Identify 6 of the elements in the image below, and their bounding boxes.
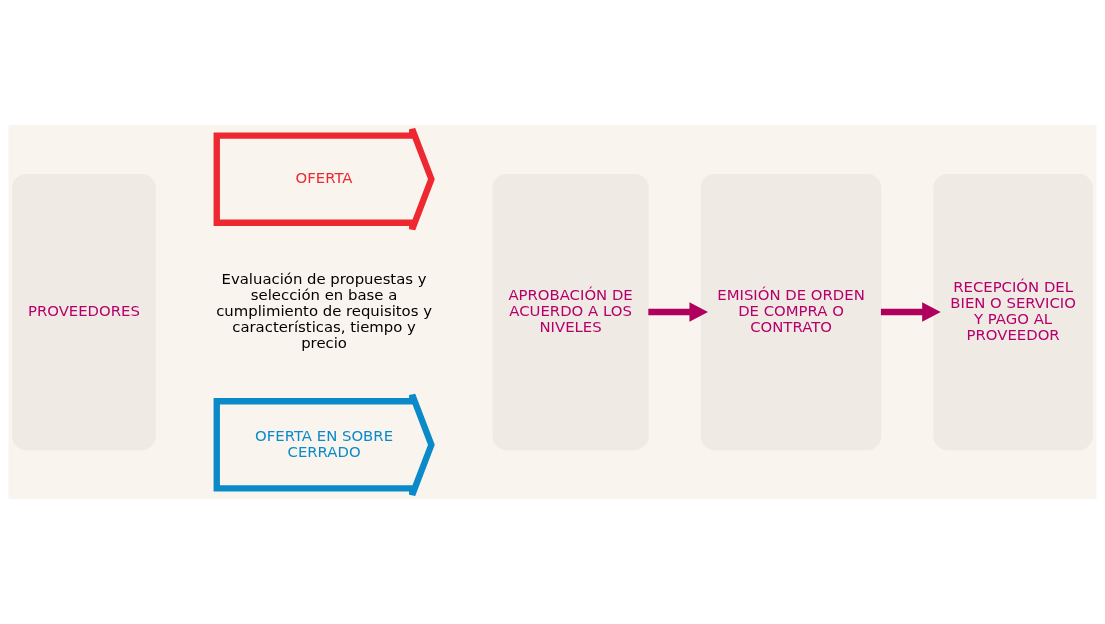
arrow — [880, 302, 941, 322]
label: Evaluación de propuestas y selección en base a cumplimiento de requisitos y características, tiempo y precio — [216, 270, 432, 352]
node-box: EMISIÓN DE ORDEN DE COMPRA O CONTRATO — [700, 173, 882, 451]
arrow — [648, 302, 708, 322]
node-box: APROBACIÓN DE ACUERDO A LOS NIVELES — [492, 173, 649, 451]
node-box: RECEPCIÓN DEL BIEN O SERVICIO Y PAGO AL PROVEEDOR — [933, 173, 1093, 451]
